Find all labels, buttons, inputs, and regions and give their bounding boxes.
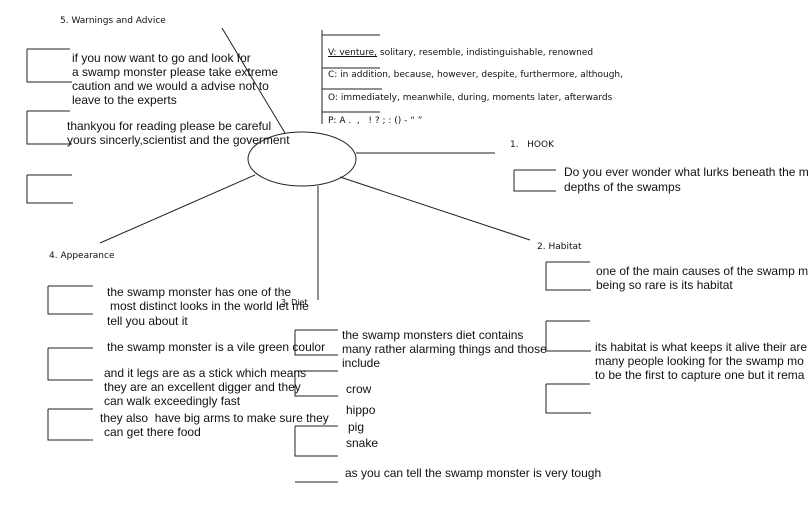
diet-item-hippo: hippo	[346, 403, 376, 417]
appearance-line-2: most distinct looks in the world let me	[110, 299, 309, 313]
habitat-line-2: being so rare is its habitat	[596, 278, 733, 292]
appearance-heading: 4. Appearance	[49, 251, 115, 261]
appearance-line-8: they also have big arms to make sure the…	[100, 411, 329, 425]
appearance-line-9: can get there food	[104, 425, 201, 439]
word-bank-verbs: V: venture, solitary, resemble, indistin…	[328, 48, 593, 58]
word-bank-punctuation: P: A . , ! ? ; : () - “ ”	[328, 116, 423, 126]
warnings-heading: 5. Warnings and Advice	[60, 16, 166, 26]
word-bank-verbs-rest: solitary, resemble, indistinguishable, r…	[377, 48, 594, 58]
warnings-line-1: if you now want to go and look for	[72, 51, 251, 65]
appearance-line-5: and it legs are as a stick which means	[104, 366, 307, 380]
appearance-line-3: tell you about it	[107, 314, 188, 328]
habitat-line-4: many people looking for the swamp mo	[595, 354, 804, 368]
warnings-line-5: thankyou for reading please be careful	[67, 119, 272, 133]
habitat-line-3: its habitat is what keeps it alive their…	[595, 340, 808, 354]
diet-item-snake: snake	[346, 436, 379, 450]
diet-line-3: include	[342, 356, 381, 370]
warnings-line-4: leave to the experts	[72, 93, 177, 107]
appearance-line-6: they are an excellent digger and they	[104, 380, 301, 394]
diet-item-pig: pig	[348, 420, 365, 434]
habitat-heading: 2. Habitat	[537, 242, 582, 252]
word-bank-conjunctions: C: in addition, because, however, despit…	[328, 70, 624, 80]
hook-heading: 1. HOOK	[510, 140, 555, 150]
hook-line-1: Do you ever wonder what lurks beneath th…	[564, 165, 808, 179]
appearance-line-4: the swamp monster is a vile green coulor	[107, 340, 326, 354]
word-bank-verbs-prefix: V: venture,	[328, 48, 378, 58]
appearance-line-7: can walk exceedingly fast	[104, 394, 241, 408]
diet-line-1: the swamp monsters diet contains	[342, 328, 524, 342]
word-bank-openers: O: immediately, meanwhile, during, momen…	[328, 93, 613, 103]
warnings-line-2: a swamp monster please take extreme	[72, 65, 279, 79]
hook-line-2: depths of the swamps	[564, 180, 681, 194]
appearance-line-1: the swamp monster has one of the	[107, 285, 292, 299]
diet-line-2: many rather alarming things and those	[342, 342, 547, 356]
central-ellipse	[247, 131, 357, 187]
warnings-line-6: yours sincerly,scientist and the goverme…	[67, 133, 290, 147]
diet-heading: 3. Diet	[281, 298, 308, 307]
diet-item-crow: crow	[346, 382, 372, 396]
habitat-line-5: to be the first to capture one but it re…	[595, 368, 805, 382]
habitat-line-1: one of the main causes of the swamp m	[596, 264, 808, 278]
warnings-line-3: caution and we would a advise not to	[72, 79, 269, 93]
diet-conclusion: as you can tell the swamp monster is ver…	[345, 466, 602, 480]
